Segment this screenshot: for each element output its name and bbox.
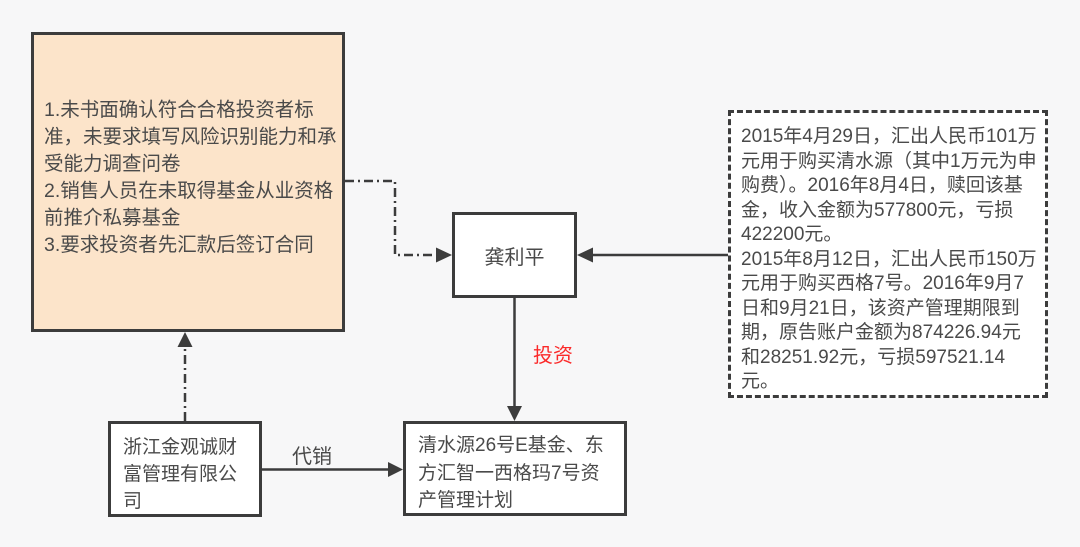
arrowhead-person-to-products bbox=[507, 406, 522, 421]
products-box: 清水源26号E基金、东方汇智一西格玛7号资产管理计划 bbox=[403, 421, 627, 516]
violations-box: 1.未书面确认符合合格投资者标准，未要求填写风险识别能力和承受能力调查问卷 2.… bbox=[31, 32, 345, 332]
arrowhead-details-to-person bbox=[577, 247, 593, 263]
company-box: 浙江金观诚财富管理有限公司 bbox=[108, 421, 262, 517]
edge-violations-to-person bbox=[345, 179, 436, 257]
violation-item-1: 1.未书面确认符合合格投资者标准，未要求填写风险识别能力和承受能力调查问卷 bbox=[44, 99, 337, 175]
violation-item-3: 3.要求投资者先汇款后签订合同 bbox=[44, 234, 314, 256]
transaction-details-box: 2015年4月29日，汇出人民币101万元用于购买清水源（其中1万元为申购费）。… bbox=[728, 110, 1048, 398]
transaction-paragraph-1: 2015年4月29日，汇出人民币101万元用于购买清水源（其中1万元为申购费）。… bbox=[741, 126, 1037, 245]
arrowhead-company-to-products bbox=[388, 462, 403, 477]
invest-edge-label: 投资 bbox=[533, 345, 573, 367]
arrowhead-violations-to-person bbox=[436, 247, 452, 263]
consign-edge-label: 代销 bbox=[292, 446, 332, 468]
arrowhead-company-to-violations bbox=[177, 332, 193, 347]
person-name: 龚利平 bbox=[484, 246, 545, 269]
transaction-paragraph-2: 2015年8月12日，汇出人民币150万元用于购买西格7号。2016年9月7日和… bbox=[741, 248, 1037, 393]
violation-item-2: 2.销售人员在未取得基金从业资格前推介私募基金 bbox=[44, 180, 334, 229]
person-box: 龚利平 bbox=[452, 212, 577, 298]
company-name: 浙江金观诚财富管理有限公司 bbox=[123, 437, 238, 512]
products-name: 清水源26号E基金、东方汇智一西格玛7号资产管理计划 bbox=[418, 435, 604, 511]
